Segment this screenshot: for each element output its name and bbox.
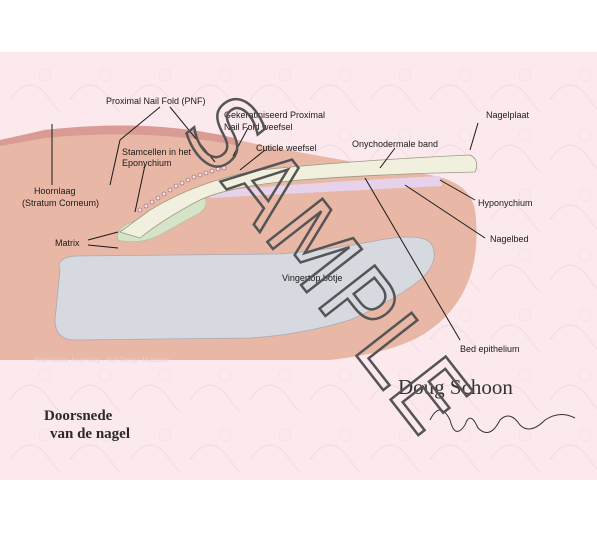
label-vingertop: Vingertop botje: [282, 273, 342, 283]
label-onychodermal: Onychodermale band: [352, 139, 438, 149]
credit-text: Nederlandse bewerking - Nail Design Maga…: [33, 356, 169, 364]
label-matrix: Matrix: [55, 238, 80, 248]
nail-plate-shape: [119, 154, 478, 239]
bone-shape: [54, 236, 435, 341]
label-hoornlaag-line1: Hoornlaag: [34, 186, 76, 196]
label-nagelbed: Nagelbed: [490, 234, 529, 244]
label-nagelplaat: Nagelplaat: [486, 110, 530, 120]
stratum-corneum: [0, 125, 240, 146]
title-line1: Doorsnede: [44, 408, 113, 424]
label-stamcellen-line2: Eponychium: [122, 158, 172, 168]
nail-bed-shape: [205, 176, 442, 198]
stem-cells-dots: [137, 165, 227, 213]
label-keratinized-line2: Nail Fold weefsel: [224, 122, 293, 132]
label-cuticle: Cuticle weefsel: [256, 143, 317, 153]
label-hyponychium: Hyponychium: [478, 198, 533, 208]
leader-lines: [51, 106, 486, 341]
label-stamcellen-line1: Stamcellen in het: [122, 147, 192, 157]
signature-scribble: [429, 409, 576, 433]
title-line2: van de nagel: [50, 426, 130, 442]
label-bed-epithelium: Bed epithelium: [460, 344, 520, 354]
label-pnf: Proximal Nail Fold (PNF): [106, 96, 206, 106]
author-name: Doug Schoon: [398, 375, 513, 399]
label-keratinized-line1: Gekeratiniseerd Proximal: [224, 110, 325, 120]
label-hoornlaag-line2: (Stratum Corneum): [22, 198, 99, 208]
